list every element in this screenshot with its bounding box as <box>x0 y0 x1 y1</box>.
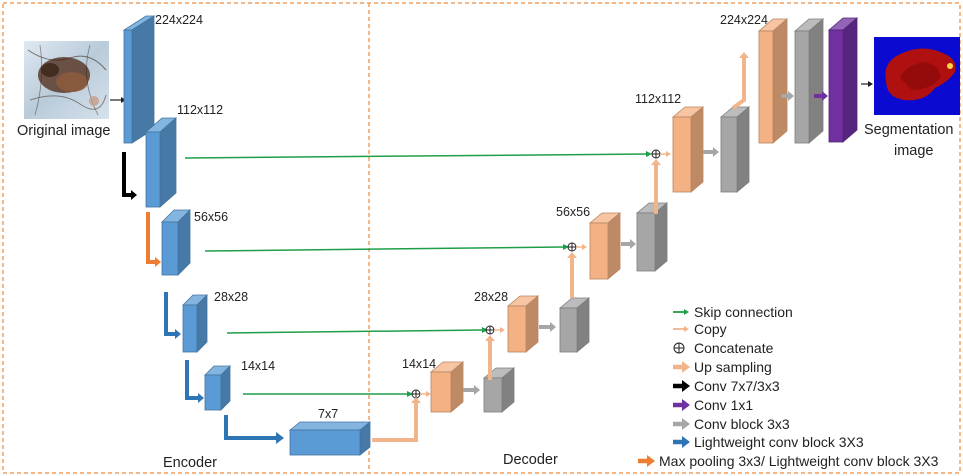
decoder-conv-112 <box>719 106 751 193</box>
legend-icon-concatenate <box>673 342 685 354</box>
segmentation-label-line2: image <box>894 143 934 159</box>
decoder-conv1x1-224 <box>827 17 859 143</box>
encoder-block-224 <box>122 15 156 144</box>
decoder-upsample-224 <box>757 18 789 144</box>
legend-label-copy: Copy <box>694 321 727 337</box>
encoder-block-112 <box>144 117 178 208</box>
lightweight-arrow-1 <box>164 292 181 339</box>
decoder-upsample-14 <box>429 361 465 413</box>
concatenate-112 <box>651 149 661 159</box>
legend-icon-conv-block-3x3 <box>673 418 690 430</box>
maxpool-arrow <box>146 212 161 267</box>
upsample-arrow-56-112 <box>651 159 661 214</box>
original-image <box>24 41 109 119</box>
encoder-section-label: Encoder <box>163 455 218 471</box>
decoder-section-label: Decoder <box>503 452 558 468</box>
conv1x1-arrow <box>814 91 828 101</box>
decoder-conv-28 <box>558 297 591 353</box>
dim-label-enc-56: 56x56 <box>194 210 229 224</box>
conv-block-arrow-112 <box>703 147 719 157</box>
decoder-conv-56 <box>635 202 669 272</box>
conv-block-arrow-14 <box>463 385 480 395</box>
upsample-arrow-112-224 <box>731 52 749 110</box>
lightweight-arrow-2 <box>185 360 204 403</box>
dim-label-enc-224: 224x224 <box>155 13 203 27</box>
dim-label-bottleneck-7: 7x7 <box>318 407 339 421</box>
encoder-block-28 <box>182 294 208 353</box>
dim-label-dec-14: 14x14 <box>402 357 437 371</box>
legend-label-concatenate: Concatenate <box>694 340 774 356</box>
decoder-conv-14 <box>482 367 516 413</box>
conv-block-arrow-224 <box>781 91 794 101</box>
upsample-arrow-28-56 <box>567 252 577 298</box>
decoder-upsample-56 <box>588 212 622 280</box>
legend-label-max-pooling: Max pooling 3x3/ Lightweight conv block … <box>659 453 939 469</box>
copy-arrow-56 <box>576 244 587 250</box>
legend-icon-max-pooling-3x3-lightweight-conv-block-3x3 <box>638 455 655 467</box>
conv7x7-arrow <box>122 152 137 200</box>
decoder-upsample-112 <box>671 106 705 193</box>
dim-label-dec-224: 224x224 <box>720 13 768 27</box>
legend-label-up-sampling: Up sampling <box>694 359 772 375</box>
skip-connection-56 <box>204 244 569 252</box>
conv-block-arrow-56 <box>621 239 636 249</box>
decoder-conv-224 <box>793 18 825 144</box>
legend-icon-up-sampling <box>673 361 690 373</box>
copy-arrow-112 <box>660 151 671 157</box>
dim-label-enc-112: 112x112 <box>177 103 224 117</box>
legend-icon-conv-7x7-3x3 <box>673 380 690 392</box>
copy-arrow-14 <box>420 391 431 397</box>
encoder-block-56 <box>161 209 191 276</box>
dim-label-dec-28: 28x28 <box>474 290 509 304</box>
concatenate-14 <box>411 389 421 399</box>
legend-icon-lightweight-conv-block-3x3 <box>673 436 690 448</box>
copy-arrow-28 <box>494 327 505 333</box>
upsample-arrow-7-14 <box>372 397 421 442</box>
legend-icon-skip-connection <box>673 309 689 315</box>
skip-connection-14 <box>243 391 413 397</box>
segmentation-image <box>874 37 960 115</box>
decoder-upsample-28 <box>506 295 540 353</box>
lightweight-arrow-3 <box>224 415 284 444</box>
segmentation-label-line1: Segmentation <box>864 122 954 138</box>
legend-icon-copy <box>673 326 689 332</box>
conv-block-arrow-28 <box>539 322 556 332</box>
original-image-label: Original image <box>17 123 111 139</box>
dim-label-dec-56: 56x56 <box>556 205 591 219</box>
legend-label-conv-block: Conv block 3x3 <box>694 416 790 432</box>
bottleneck-block-7 <box>288 421 372 456</box>
legend-icon-conv-1x1 <box>673 399 690 411</box>
skip-connection-28 <box>226 327 488 334</box>
legend-label-conv-7x7: Conv 7x7/3x3 <box>694 378 780 394</box>
concatenate-56 <box>567 242 577 252</box>
io-arrows <box>110 81 873 103</box>
upsample-arrow-14-28 <box>485 335 495 380</box>
concatenate-28 <box>485 325 495 335</box>
skip-connection-112 <box>184 151 652 159</box>
dim-label-enc-28: 28x28 <box>214 290 249 304</box>
legend-label-skip-connection: Skip connection <box>694 304 793 320</box>
legend-label-lightweight-conv: Lightweight conv block 3X3 <box>694 434 864 450</box>
legend-label-conv-1x1: Conv 1x1 <box>694 397 754 413</box>
encoder-block-14 <box>204 365 231 411</box>
dim-label-dec-112: 112x112 <box>635 92 682 106</box>
dim-label-enc-14: 14x14 <box>241 359 276 373</box>
